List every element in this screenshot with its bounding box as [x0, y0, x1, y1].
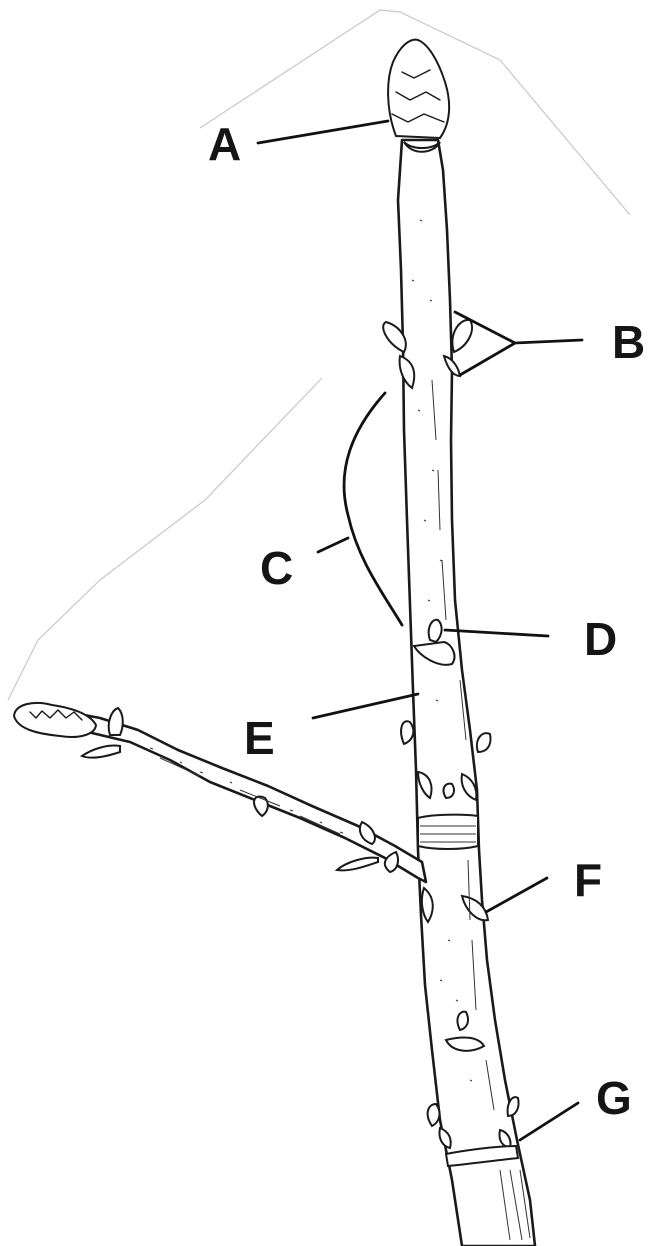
label-f: F [574, 854, 602, 906]
terminal-bud [388, 40, 449, 152]
label-g: G [596, 1072, 632, 1124]
leader-g [520, 1103, 578, 1140]
leader-b [455, 312, 582, 375]
leader-c [318, 393, 402, 625]
paper-edges [8, 10, 630, 700]
leader-d [445, 630, 548, 636]
label-a: A [208, 118, 241, 170]
leader-a [258, 121, 388, 143]
label-d: D [584, 613, 617, 665]
bud-scale-scar-upper [418, 815, 478, 849]
label-c: C [260, 542, 293, 594]
leader-f [486, 878, 547, 912]
side-branch [14, 703, 426, 882]
leader-e [313, 694, 418, 718]
label-b: B [612, 316, 645, 368]
branch-terminal-bud [14, 703, 96, 737]
label-e: E [244, 712, 275, 764]
